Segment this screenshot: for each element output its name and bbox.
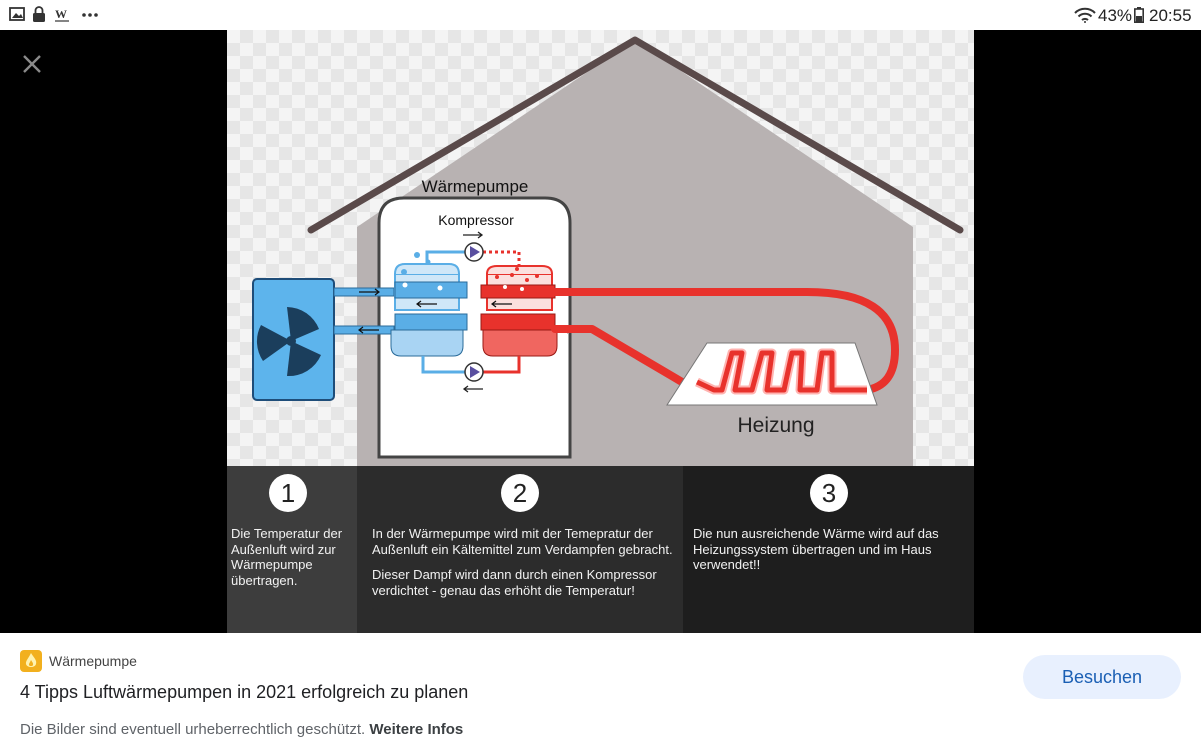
lock-icon bbox=[33, 6, 45, 22]
fan-icon bbox=[256, 307, 321, 377]
source-favicon-icon bbox=[20, 650, 42, 672]
step-panel-3: 3 Die nun ausreichende Wärme wird auf da… bbox=[683, 466, 974, 633]
copyright-notice: Die Bilder sind eventuell urheberrechtli… bbox=[20, 721, 463, 738]
step-paragraph: Die Temperatur der Außenluft wird zur Wä… bbox=[231, 526, 343, 588]
house-roof bbox=[307, 36, 964, 234]
image-icon bbox=[9, 7, 25, 21]
image-info-footer: Wärmepumpe 4 Tipps Luftwärmepumpen in 20… bbox=[0, 633, 1201, 751]
step-text: In der Wärmepumpe wird mit der Temepratu… bbox=[372, 526, 678, 608]
status-bar: W 43% 20:55 bbox=[0, 0, 1201, 30]
heating-coil bbox=[695, 350, 867, 393]
battery-icon bbox=[1134, 7, 1144, 23]
source-name[interactable]: Wärmepumpe bbox=[49, 653, 137, 669]
clock: 20:55 bbox=[1149, 6, 1192, 25]
battery-percent: 43% bbox=[1098, 6, 1133, 25]
heat-pump-diagram: Wärmepumpe Kompressor Heizung bbox=[252, 36, 964, 466]
step-panel-2: 2 In der Wärmepumpe wird mit der Temepra… bbox=[357, 466, 683, 633]
step-paragraph: Dieser Dampf wird dann durch einen Kompr… bbox=[372, 567, 657, 598]
more-info-link[interactable]: Weitere Infos bbox=[369, 721, 464, 738]
step-paragraph: In der Wärmepumpe wird mit der Temepratu… bbox=[372, 526, 673, 557]
visit-button[interactable]: Besuchen bbox=[1023, 655, 1181, 699]
step-paragraph: Die nun ausreichende Wärme wird auf das … bbox=[693, 526, 939, 572]
step-panel-1: 1 Die Temperatur der Außenluft wird zur … bbox=[227, 466, 357, 633]
image-viewer: Wärmepumpe Kompressor Heizung 1 Die Temp… bbox=[0, 30, 1201, 633]
heat-pump-image[interactable]: Wärmepumpe Kompressor Heizung 1 Die Temp… bbox=[227, 30, 974, 633]
step-number: 2 bbox=[501, 474, 539, 512]
step-number: 1 bbox=[269, 474, 307, 512]
w-icon: W bbox=[55, 7, 69, 22]
compressor-label: Kompressor bbox=[438, 212, 514, 228]
heating-label: Heizung bbox=[737, 414, 814, 437]
close-icon[interactable] bbox=[18, 50, 46, 78]
pump-title-label: Wärmepumpe bbox=[422, 177, 529, 196]
more-dots-icon bbox=[82, 13, 98, 17]
step-text: Die Temperatur der Außenluft wird zur Wä… bbox=[231, 526, 355, 598]
step-number: 3 bbox=[810, 474, 848, 512]
step-text: Die nun ausreichende Wärme wird auf das … bbox=[693, 526, 965, 583]
page-title[interactable]: 4 Tipps Luftwärmepumpen in 2021 erfolgre… bbox=[20, 682, 469, 702]
svg-text:W: W bbox=[55, 7, 67, 21]
copyright-text: Die Bilder sind eventuell urheberrechtli… bbox=[20, 721, 366, 738]
wifi-icon bbox=[1074, 7, 1096, 23]
